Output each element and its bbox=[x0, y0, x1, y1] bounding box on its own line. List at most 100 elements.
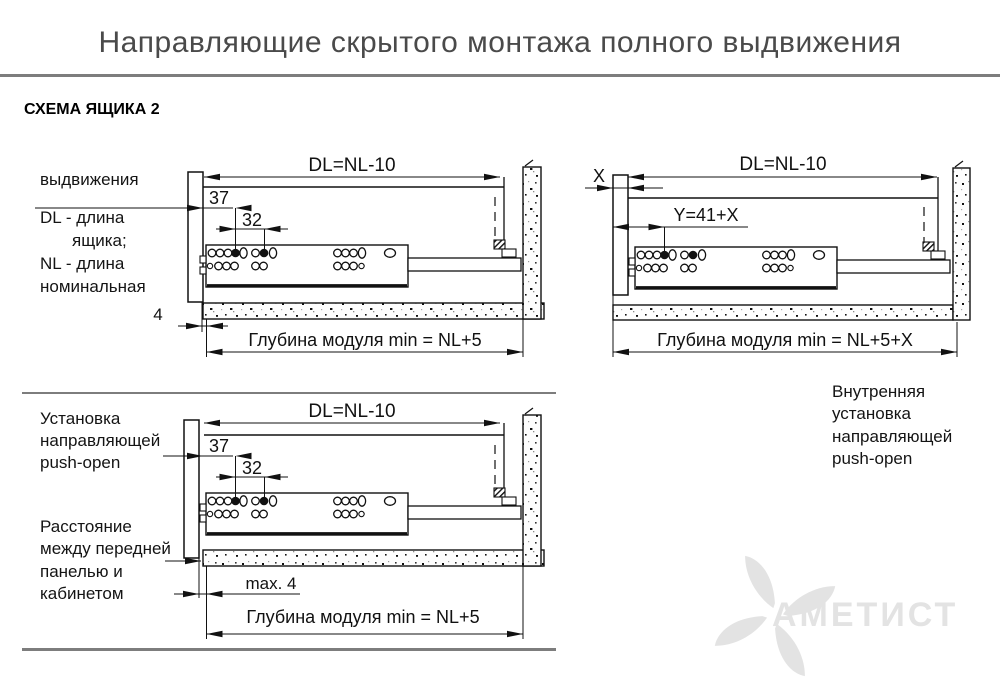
rail-front-tab bbox=[628, 257, 636, 266]
dimension-arrow bbox=[186, 322, 202, 330]
dim-label-32: 32 bbox=[242, 458, 262, 478]
label-inner-3: направляющей bbox=[832, 427, 953, 446]
dimension-arrow bbox=[206, 590, 223, 598]
mounting-hole bbox=[349, 509, 358, 519]
mounting-slot-wide bbox=[383, 496, 397, 506]
label-nominal: номинальная bbox=[40, 277, 146, 296]
label-distance-4: кабинетом bbox=[40, 584, 124, 603]
rail-front-tab bbox=[199, 514, 207, 523]
dim-label-37: 37 bbox=[209, 188, 229, 208]
rear-bracket-step bbox=[930, 250, 946, 260]
label-distance-2: между передней bbox=[40, 539, 171, 558]
dimension-arrow bbox=[613, 223, 629, 231]
mounting-slot bbox=[697, 249, 707, 261]
cabinet-bottom-panel bbox=[612, 304, 954, 321]
cabinet-bottom-panel bbox=[202, 302, 545, 320]
mounting-hole bbox=[349, 248, 358, 258]
dim-label-dl: DL=NL-10 bbox=[308, 155, 395, 176]
dimension-arrow bbox=[613, 348, 629, 356]
dimension-arrow bbox=[264, 473, 281, 481]
dim-label-max4: max. 4 bbox=[245, 574, 296, 593]
mounting-hole-filled bbox=[688, 250, 698, 260]
mounting-hole bbox=[230, 261, 239, 271]
mid-divider bbox=[22, 392, 556, 394]
mounting-slot bbox=[357, 495, 367, 507]
mounting-hole-small bbox=[206, 510, 214, 518]
label-extension: выдвижения bbox=[40, 170, 139, 189]
page-title: Направляющие скрытого монтажа полного вы… bbox=[98, 26, 902, 59]
label-nl-length: NL - длина bbox=[40, 254, 125, 273]
mounting-hole bbox=[688, 263, 697, 273]
dimension-arrow bbox=[183, 590, 199, 598]
dim-label-depth: Глубина модуля min = NL+5 bbox=[246, 607, 479, 627]
mounting-hole bbox=[349, 496, 358, 506]
front-panel bbox=[612, 174, 629, 296]
label-install-3: push-open bbox=[40, 453, 121, 472]
mounting-slot bbox=[668, 249, 677, 261]
rail-front-tab bbox=[199, 266, 207, 275]
mounting-hole-small bbox=[358, 510, 365, 518]
panel-corner-tick bbox=[954, 160, 964, 168]
mounting-hole-small bbox=[206, 262, 214, 270]
panel-corner-tick bbox=[524, 407, 534, 415]
mounting-slot-wide bbox=[383, 248, 397, 258]
mounting-slot bbox=[268, 495, 278, 507]
dim-label-37: 37 bbox=[209, 436, 229, 456]
rear-bracket-step bbox=[501, 248, 517, 258]
label-distance-3: панелью и bbox=[40, 562, 123, 581]
section-heading: СХЕМА ЯЩИКА 2 bbox=[24, 101, 160, 118]
dimension-arrow bbox=[484, 419, 500, 427]
label-drawer: ящика; bbox=[72, 231, 127, 250]
dimension-arrow bbox=[206, 630, 223, 638]
dimension-arrow bbox=[507, 348, 523, 356]
dimension-arrow bbox=[204, 419, 220, 427]
mounting-hole bbox=[680, 250, 689, 260]
bottom-divider bbox=[22, 648, 556, 651]
mounting-hole bbox=[778, 263, 787, 273]
diagram-bottom-left-push-open-mount: DL=NL-10 37 32 max. 4 Глубина модуля min = N… bbox=[163, 401, 545, 639]
mounting-hole-small bbox=[635, 264, 643, 272]
dim-label-dl: DL=NL-10 bbox=[308, 401, 395, 422]
rail-extension-bar bbox=[407, 257, 522, 272]
rear-mounting-bracket bbox=[493, 239, 506, 250]
dimension-arrow bbox=[204, 173, 220, 181]
mounting-slot bbox=[239, 495, 248, 507]
cabinet-back-panel bbox=[952, 167, 971, 321]
mounting-slot bbox=[239, 247, 248, 259]
mounting-hole bbox=[659, 263, 668, 273]
dimension-arrow bbox=[628, 184, 644, 192]
dimension-arrow bbox=[941, 348, 957, 356]
mounting-hole bbox=[259, 509, 268, 519]
logo-blade bbox=[782, 586, 836, 616]
mounting-hole bbox=[251, 248, 260, 258]
rail-front-tab bbox=[199, 255, 207, 264]
dimension-arrow bbox=[648, 223, 665, 231]
panel-corner-tick bbox=[524, 159, 534, 167]
dimension-arrow bbox=[921, 173, 937, 181]
label-inner-4: push-open bbox=[832, 449, 913, 468]
header-divider bbox=[0, 74, 1000, 77]
front-panel bbox=[183, 419, 200, 559]
mounting-hole bbox=[778, 250, 787, 260]
dim-label-32: 32 bbox=[242, 210, 262, 230]
dimension-arrow bbox=[219, 473, 236, 481]
rail-front-tab bbox=[199, 503, 207, 512]
dimension-arrow bbox=[206, 348, 223, 356]
rear-mounting-bracket bbox=[922, 241, 935, 252]
cabinet-front-edge bbox=[187, 171, 204, 303]
dim-label-y: Y=41+X bbox=[673, 205, 738, 225]
cabinet-bottom-panel bbox=[202, 549, 545, 567]
dimension-arrow bbox=[235, 204, 252, 212]
rear-bracket-step bbox=[501, 496, 517, 506]
dimension-arrow bbox=[235, 452, 252, 460]
dimension-arrow bbox=[187, 452, 203, 460]
logo-blade bbox=[745, 555, 775, 609]
dim-label-x: X bbox=[593, 166, 605, 186]
rear-mounting-bracket bbox=[493, 487, 506, 498]
dimension-arrow bbox=[264, 225, 281, 233]
cabinet-back-panel bbox=[522, 414, 542, 567]
